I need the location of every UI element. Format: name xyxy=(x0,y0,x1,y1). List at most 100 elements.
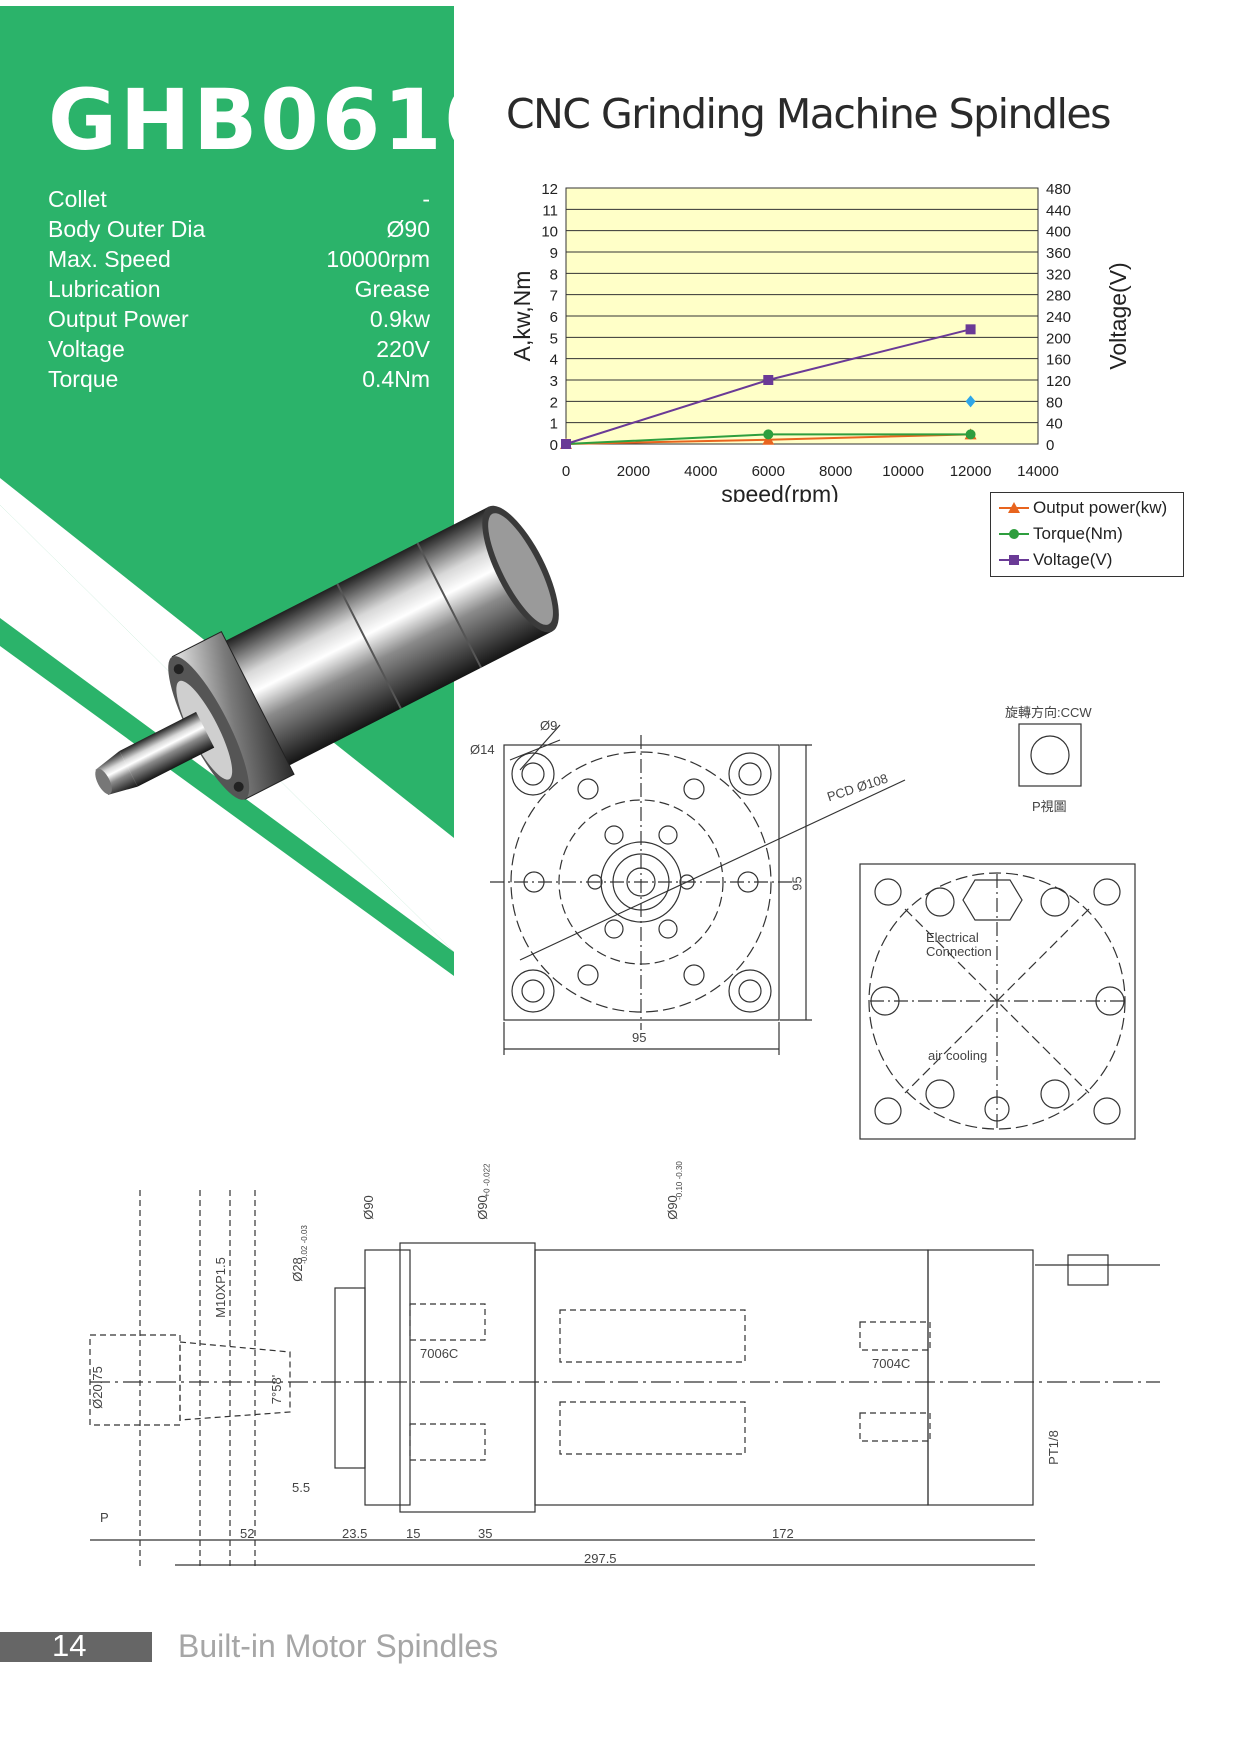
taper-angle-label: 7°58' xyxy=(269,1374,285,1405)
spec-label: Max. Speed xyxy=(48,246,171,272)
dimension-label: 15 xyxy=(406,1526,421,1541)
square-marker-icon xyxy=(999,555,1029,565)
legend-item: Output power(kw) xyxy=(999,495,1167,521)
spec-row: Body Outer Dia Ø90 xyxy=(48,216,430,246)
technical-drawing xyxy=(89,723,1160,1570)
y2-tick-label: 440 xyxy=(1046,202,1071,219)
spec-label: Lubrication xyxy=(48,276,161,302)
x-tick-label: 0 xyxy=(562,463,570,480)
data-point xyxy=(965,324,976,335)
bearing-tolerance-label: +0 -0.022 xyxy=(482,1163,492,1198)
data-point xyxy=(763,429,774,440)
page-number: 14 xyxy=(52,1628,87,1663)
data-point xyxy=(965,429,976,440)
dimension-label: 52 xyxy=(240,1526,255,1541)
spec-label: Collet xyxy=(48,186,107,212)
spec-row: Lubrication Grease xyxy=(48,276,430,306)
legend-label: Torque(Nm) xyxy=(1033,524,1123,543)
bearing-diameter-label: Ø90 xyxy=(474,1195,490,1220)
y2-tick-label: 0 xyxy=(1046,437,1054,454)
legend-item: Voltage(V) xyxy=(999,547,1112,573)
thread-label: Ø9 xyxy=(540,718,558,733)
spec-value: 220V xyxy=(376,336,430,362)
y2-tick-label: 40 xyxy=(1046,416,1063,433)
spec-label: Body Outer Dia xyxy=(48,216,206,242)
p-view xyxy=(1018,723,1082,787)
data-point xyxy=(763,375,774,385)
spec-row: Torque 0.4Nm xyxy=(48,366,430,396)
spindle-photo xyxy=(95,505,559,800)
rear-bearing-label: 7004C xyxy=(872,1356,911,1371)
y2-tick-label: 120 xyxy=(1046,373,1071,390)
spec-value: Ø90 xyxy=(386,216,430,242)
spec-row: Max. Speed 10000rpm xyxy=(48,246,430,276)
air-cooling-label: air cooling xyxy=(928,1048,988,1063)
y-tick-label: 2 xyxy=(550,394,558,411)
y2-tick-label: 280 xyxy=(1046,288,1071,305)
y-tick-label: 12 xyxy=(541,181,558,198)
y-tick-label: 6 xyxy=(550,309,558,326)
spec-list: Collet - Body Outer Dia Ø90 Max. Speed 1… xyxy=(48,186,430,396)
p-direction-label: P xyxy=(100,1510,109,1525)
dimension-label: 23.5 xyxy=(342,1526,368,1541)
y2-tick-label: 200 xyxy=(1046,330,1071,347)
y-tick-label: 9 xyxy=(550,245,558,262)
y2-tick-label: 80 xyxy=(1046,394,1063,411)
offset-label: 5.5 xyxy=(292,1480,311,1495)
y-tick-label: 11 xyxy=(542,202,558,219)
side-view xyxy=(89,1190,1160,1570)
connection-label: Connection xyxy=(926,944,992,959)
front-view xyxy=(490,724,906,1055)
y-axis-label: A,kw,Nm xyxy=(509,271,535,362)
electrical-label: Electrical xyxy=(926,930,979,945)
rear-view xyxy=(859,863,1136,1140)
x-axis-label: speed(rpm) xyxy=(721,481,839,502)
y2-tick-label: 480 xyxy=(1046,181,1071,198)
footer-block xyxy=(0,1632,152,1662)
spec-label: Voltage xyxy=(48,336,125,362)
spec-label: Output Power xyxy=(48,306,189,332)
x-tick-label: 6000 xyxy=(752,463,785,480)
y2-tick-label: 320 xyxy=(1046,266,1071,283)
width-label: 95 xyxy=(632,1030,647,1045)
spec-row: Output Power 0.9kw xyxy=(48,306,430,336)
y-tick-label: 5 xyxy=(550,330,558,347)
y-tick-label: 8 xyxy=(550,266,558,283)
housing-tolerance-label: -0.10 -0.30 xyxy=(674,1161,684,1200)
y-tick-label: 0 xyxy=(550,437,558,454)
spec-row: Voltage 220V xyxy=(48,336,430,366)
triangle-marker-icon xyxy=(999,502,1029,513)
p-view-label: P視圖 xyxy=(1032,799,1067,814)
y-tick-label: 4 xyxy=(550,352,558,369)
chart-legend: Output power(kw) Torque(Nm) Voltage(V) xyxy=(990,492,1184,577)
spec-value: 10000rpm xyxy=(326,246,430,272)
data-point xyxy=(561,439,571,449)
rotation-label: 旋轉方向:CCW xyxy=(1005,705,1092,720)
front-bearing-label: 7006C xyxy=(420,1346,459,1361)
dimension-label: 172 xyxy=(772,1526,794,1541)
thread-size-label: M10XP1.5 xyxy=(212,1257,228,1318)
x-tick-label: 12000 xyxy=(950,463,992,480)
page-headline: CNC Grinding Machine Spindles xyxy=(506,90,1112,138)
x-tick-label: 8000 xyxy=(819,463,852,480)
legend-label: Voltage(V) xyxy=(1033,550,1113,569)
taper-diameter-label: Ø20.75 xyxy=(89,1366,105,1409)
model-title: GHB0610 xyxy=(48,71,507,169)
y2-axis-label: Voltage(V) xyxy=(1105,262,1131,369)
y-tick-label: 3 xyxy=(550,373,558,390)
body-diameter-label: Ø90 xyxy=(360,1195,376,1220)
spec-value: - xyxy=(422,186,430,212)
footer-title: Built-in Motor Spindles xyxy=(178,1628,499,1664)
x-tick-label: 10000 xyxy=(882,463,924,480)
spec-label: Torque xyxy=(48,366,119,392)
spec-value: 0.4Nm xyxy=(362,366,430,392)
y-tick-label: 1 xyxy=(550,416,558,433)
total-length-label: 297.5 xyxy=(584,1551,617,1566)
y2-tick-label: 160 xyxy=(1046,352,1071,369)
legend-item: Torque(Nm) xyxy=(999,521,1123,547)
x-tick-label: 14000 xyxy=(1017,463,1059,480)
dimension-label: 35 xyxy=(478,1526,493,1541)
x-tick-label: 4000 xyxy=(684,463,717,480)
y2-tick-label: 400 xyxy=(1046,224,1071,241)
